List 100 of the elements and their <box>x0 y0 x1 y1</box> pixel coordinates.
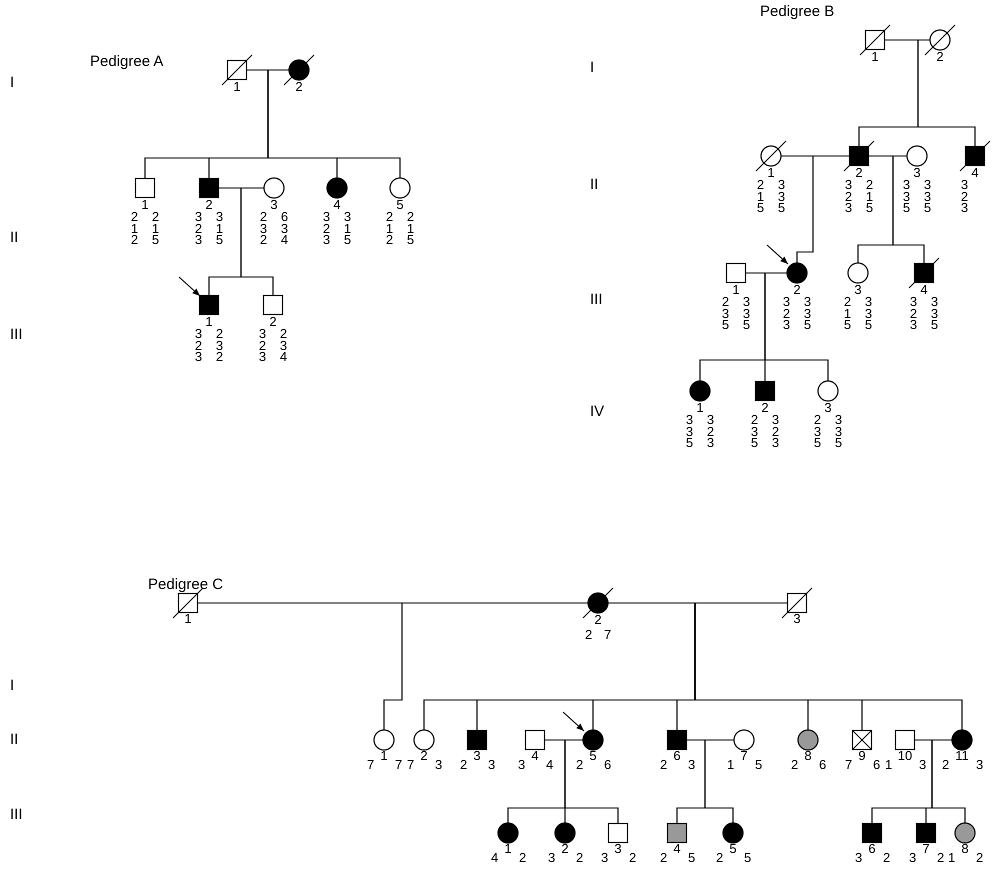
haplotype: 6 <box>873 759 880 770</box>
haplotype: 6 <box>819 759 826 770</box>
haplotype: 7 <box>395 759 402 770</box>
haplotype: 2 3 5 <box>813 414 822 448</box>
haplotype: 2 1 2 <box>130 211 139 246</box>
haplotype: 3 3 5 <box>777 179 786 214</box>
individual-number: 7 <box>922 843 930 854</box>
haplotype: 3 3 5 <box>834 414 843 448</box>
pedigree-title: Pedigree B <box>760 3 834 20</box>
haplotype: 2 1 5 <box>406 211 415 246</box>
individual-number: 1 <box>233 81 241 92</box>
generation-label: II <box>590 176 598 193</box>
haplotype: 7 <box>845 759 852 770</box>
haplotype: 2 <box>576 852 584 863</box>
haplotype: 3 <box>976 759 984 770</box>
haplotype: 3 3 5 <box>685 414 694 448</box>
individual-number: 7 <box>740 750 748 761</box>
haplotype: 7 <box>367 759 374 770</box>
individual-number: 1 <box>205 316 213 327</box>
individual-number: 5 <box>396 199 404 210</box>
haplotype: 3 2 3 <box>194 211 203 246</box>
individual-number: 4 <box>971 167 979 178</box>
individual-number: 3 <box>270 199 278 210</box>
haplotype: 2 <box>660 759 668 770</box>
individual-number: 1 <box>767 167 775 178</box>
haplotype: 3 2 3 <box>771 414 780 448</box>
haplotype: 2 <box>519 852 526 863</box>
haplotype: 3 2 3 <box>258 328 267 362</box>
haplotype: 2 3 2 <box>215 328 224 362</box>
haplotype: 5 <box>688 852 696 863</box>
haplotype: 5 <box>755 759 762 770</box>
haplotype: 3 3 5 <box>930 296 939 330</box>
haplotype: 5 <box>744 852 752 863</box>
generation-label: I <box>590 59 594 76</box>
individual-number: 2 <box>594 614 602 625</box>
descent-line <box>694 602 963 730</box>
individual-number: 4 <box>333 199 341 210</box>
individual-number: 2 <box>793 284 801 295</box>
individual-number: 2 <box>420 750 428 761</box>
individual-number: 1 <box>871 51 879 62</box>
haplotype: 3 <box>855 852 862 863</box>
haplotype: 7 <box>407 759 414 770</box>
haplotype: 2 3 4 <box>279 328 288 362</box>
haplotype: 3 3 5 <box>803 296 812 330</box>
individual-number: 2 <box>561 843 569 854</box>
haplotype: 2 <box>791 759 798 770</box>
individual-number: 5 <box>589 750 597 761</box>
descent-line <box>564 739 619 823</box>
descent-line <box>892 155 925 263</box>
pedigree-title: Pedigree A <box>90 53 164 70</box>
individual-number: 3 <box>793 613 801 624</box>
haplotype: 2 <box>716 852 724 863</box>
individual-number: 1 <box>504 843 512 854</box>
haplotype: 1 <box>727 759 734 770</box>
haplotype: 4 <box>491 852 498 863</box>
haplotype: 2 <box>576 759 584 770</box>
haplotype: 3 2 3 <box>322 211 331 246</box>
haplotype: 3 2 3 <box>909 296 918 330</box>
haplotype: 3 <box>548 852 556 863</box>
haplotype: 3 1 5 <box>343 211 352 246</box>
haplotype: 3 <box>601 852 608 863</box>
haplotype: 2 <box>460 759 468 770</box>
individual-number: 1 <box>184 613 192 624</box>
proband-arrow <box>562 712 584 732</box>
descent-line <box>764 272 829 381</box>
haplotype: 3 2 3 <box>706 414 715 448</box>
individual-number: 6 <box>673 750 681 761</box>
individual-number: 3 <box>913 167 921 178</box>
haplotype: 3 <box>909 852 916 863</box>
haplotype: 2 1 5 <box>865 179 874 214</box>
haplotype: 2 <box>585 629 592 640</box>
individual-number: 4 <box>673 843 681 854</box>
haplotype: 4 <box>546 759 554 770</box>
haplotype: 2 1 5 <box>756 179 765 214</box>
individual-number: 8 <box>961 843 969 854</box>
descent-line <box>796 155 849 263</box>
individual-number: 2 <box>855 167 863 178</box>
haplotype: 2 <box>937 852 944 863</box>
generation-label: II <box>10 731 18 748</box>
haplotype: 3 <box>518 759 526 770</box>
individual-number: 9 <box>858 750 866 761</box>
haplotype: 3 1 5 <box>215 211 224 246</box>
proband-arrow <box>178 276 200 296</box>
haplotype: 3 2 3 <box>960 179 969 214</box>
haplotype: 3 <box>488 759 496 770</box>
haplotype: 1 <box>948 852 956 863</box>
individual-number: 2 <box>761 402 769 413</box>
haplotype: 2 <box>883 852 890 863</box>
descent-line <box>704 739 734 823</box>
haplotype: 3 3 5 <box>864 296 873 330</box>
haplotype: 3 3 5 <box>742 296 751 330</box>
haplotype: 3 <box>919 759 926 770</box>
haplotype: 3 2 3 <box>782 296 791 330</box>
haplotype: 3 3 5 <box>902 179 911 214</box>
individual-number: 1 <box>380 750 388 761</box>
individual-number: 1 <box>732 284 740 295</box>
generation-label: I <box>10 677 14 694</box>
haplotype: 3 2 3 <box>194 328 203 362</box>
haplotype: 2 3 5 <box>750 414 759 448</box>
haplotype: 7 <box>604 629 612 640</box>
